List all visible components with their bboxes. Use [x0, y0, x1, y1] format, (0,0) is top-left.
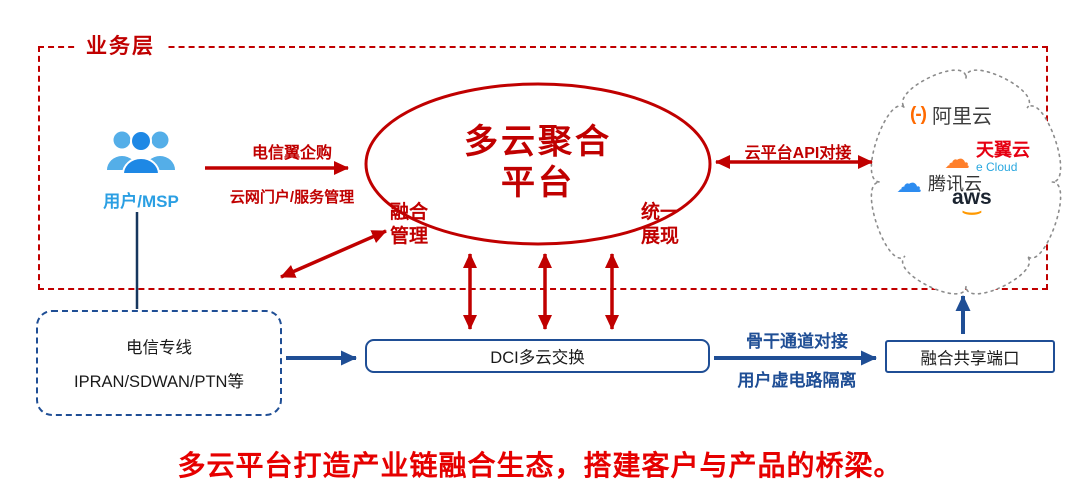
tianyi-cloud-icon: ☁ [944, 144, 970, 174]
unified-line1: 统一 [641, 202, 680, 223]
fusion-line1: 融合 [390, 202, 429, 223]
dci-exchange-box: DCI多云交换 [365, 339, 710, 373]
dedicated-line-label2: IPRAN/SDWAN/PTN等 [74, 373, 244, 391]
aws-label: aws [952, 186, 992, 209]
shared-port-box: 融合共享端口 [885, 340, 1055, 373]
tianyi-cloud-label: 天翼云 [976, 140, 1030, 160]
users-label: 用户/MSP [103, 192, 179, 211]
label-portal-service: 云网门户/服务管理 [229, 189, 355, 206]
platform-title: 多云聚合 平台 [428, 122, 648, 204]
unified-line2: 展现 [641, 226, 680, 247]
users-icon [107, 130, 175, 175]
fusion-line2: 管理 [390, 226, 429, 247]
aws-logo: aws ⌣ [952, 186, 992, 221]
tencent-cloud-icon: ☁ [896, 168, 922, 198]
dedicated-line-label1: 电信专线 [126, 339, 192, 357]
alibaba-cloud-icon: (-) [910, 103, 927, 125]
business-layer-label: 业务层 [76, 30, 165, 60]
label-telecom-purchase: 电信翼企购 [251, 145, 332, 162]
shared-port-label: 融合共享端口 [920, 349, 1020, 368]
platform-title-line2: 平台 [501, 164, 575, 202]
tencent-cloud-label: 腾讯云 [928, 174, 982, 194]
dedicated-line-box: 电信专线 IPRAN/SDWAN/PTN等 [36, 310, 282, 416]
label-virtual-circuit-isolation: 用户虚电路隔离 [737, 371, 857, 390]
arrow-fusion-to-lines [280, 229, 387, 279]
public-cloud-shape [870, 69, 1062, 295]
users-group: 用户/MSP [98, 126, 184, 212]
label-unified-display: 统一 展现 [641, 201, 679, 249]
label-fusion-management: 融合 管理 [390, 201, 428, 249]
alibaba-cloud-label: 阿里云 [931, 106, 992, 128]
tianyi-ecloud-label: e Cloud [976, 160, 1018, 174]
label-cloud-api: 云平台API对接 [744, 145, 852, 162]
platform-ellipse [364, 82, 712, 246]
footer-slogan: 多云平台打造产业链融合生态，搭建客户与产品的桥梁。 [177, 450, 903, 481]
tencent-cloud-logo: ☁ 腾讯云 [896, 170, 982, 196]
aws-smile-icon: ⌣ [961, 201, 983, 221]
platform-title-line1: 多云聚合 [464, 123, 612, 161]
alibaba-cloud-logo: (-) 阿里云 [910, 100, 992, 129]
tianyi-cloud-logo: ☁ 天翼云 e Cloud [944, 140, 1030, 176]
dci-exchange-label: DCI多云交换 [490, 349, 585, 367]
label-backbone-channel: 骨干通道对接 [746, 332, 848, 351]
